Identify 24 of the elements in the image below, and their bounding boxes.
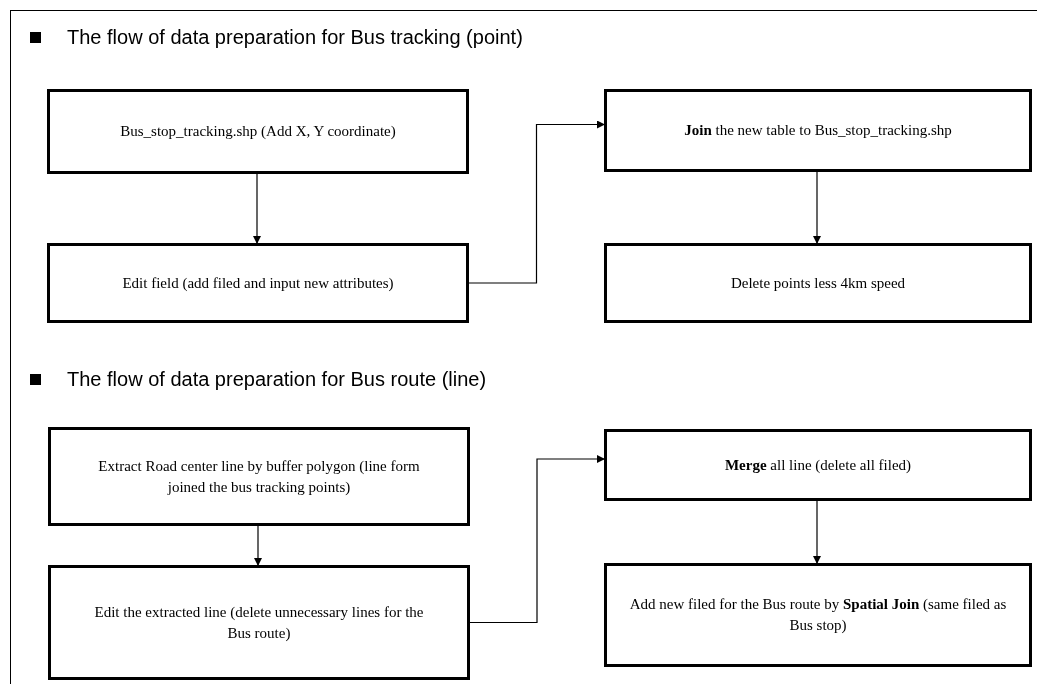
arrow xyxy=(813,171,821,244)
box-text: Merge all line (delete all filed) xyxy=(724,455,912,475)
process-box xyxy=(604,429,1032,501)
box-text: Add new filed for the Bus route by Spatial Join (same filed as Bus stop) xyxy=(628,595,1008,635)
section-heading: The flow of data preparation for Bus route (line) xyxy=(67,367,487,392)
box-text: Edit field (add filed and input new attributes) xyxy=(122,273,394,293)
box-text: Delete points less 4km speed xyxy=(730,273,906,293)
section-heading: The flow of data preparation for Bus tracking (point) xyxy=(67,25,523,50)
process-box xyxy=(47,89,469,174)
process-box xyxy=(604,243,1032,323)
box-text: Edit the extracted line (delete unnecessary lines for the Bus route) xyxy=(94,602,424,643)
process-box xyxy=(604,563,1032,667)
box-text: Extract Road center line by buffer polygon (line form joined the bus tracking points) xyxy=(97,456,421,497)
arrow xyxy=(253,173,261,244)
arrow xyxy=(813,500,821,564)
process-box xyxy=(47,243,469,323)
box-text: Bus_stop_tracking.shp (Add X, Y coordinate) xyxy=(120,122,396,141)
process-box xyxy=(48,565,470,680)
box-text: Join the new table to Bus_stop_tracking.shp xyxy=(684,121,952,140)
arrow xyxy=(468,120,605,284)
process-box xyxy=(48,427,470,526)
arrow xyxy=(254,525,262,566)
process-box xyxy=(604,89,1032,172)
arrow xyxy=(469,455,605,624)
